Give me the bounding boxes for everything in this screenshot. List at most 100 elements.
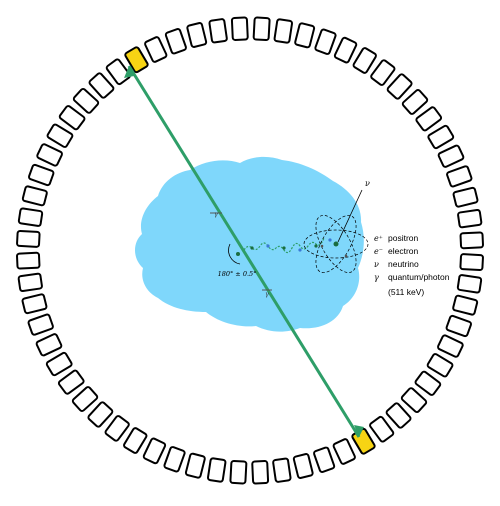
legend: e⁺ positron e⁻ electron ν neutrino γ quantum/ph… (374, 233, 450, 282)
detector (46, 123, 74, 148)
path-particle (314, 244, 318, 248)
detector (332, 438, 356, 465)
detector (36, 143, 63, 167)
detector (144, 36, 168, 63)
detector (184, 452, 206, 479)
photon-marker-upper: γ (210, 211, 222, 218)
detector (401, 89, 429, 115)
tissue-region (135, 156, 364, 332)
path-particle (250, 246, 254, 250)
detector (142, 437, 167, 465)
angle-arc (228, 243, 241, 265)
detector (16, 251, 41, 270)
detector (414, 370, 442, 396)
detector (88, 72, 115, 99)
annihilation-point (236, 252, 240, 256)
detector (369, 415, 395, 443)
detector (333, 36, 358, 64)
detector (437, 334, 464, 358)
detector (400, 387, 428, 414)
path-particle (282, 246, 286, 250)
legend-label: positron (388, 233, 419, 243)
legend-symbol: e⁻ (374, 247, 383, 256)
detector (370, 59, 396, 86)
legend-symbol: e⁺ (374, 234, 383, 243)
legend-label: electron (388, 246, 419, 256)
detector (251, 460, 270, 485)
detector-active (124, 46, 149, 74)
path-particle (328, 238, 332, 242)
detector (446, 165, 473, 188)
detector (385, 402, 412, 429)
detector (17, 272, 43, 293)
detector (294, 22, 316, 49)
positron-path-dots (250, 238, 332, 252)
detector (72, 87, 100, 114)
detector (386, 73, 413, 100)
photon-arrow-top (124, 66, 134, 78)
legend-extra: (511 keV) (388, 287, 424, 297)
detector (426, 353, 454, 378)
detector (352, 47, 377, 74)
detector (104, 415, 130, 442)
detector (457, 208, 483, 229)
detector (445, 314, 472, 338)
detector (208, 18, 228, 44)
detector (314, 28, 337, 55)
detector (230, 16, 249, 41)
neutrino-arrow (337, 189, 363, 243)
detector (292, 453, 314, 479)
photon-marker-lower: γ (262, 289, 272, 298)
detector (273, 18, 294, 44)
detector (206, 457, 227, 483)
orbit-electron-1 (320, 244, 324, 248)
detector (459, 253, 484, 272)
detector (16, 229, 41, 248)
detector (252, 16, 271, 42)
positron-path (243, 237, 325, 254)
detector (164, 28, 187, 55)
detector (229, 459, 248, 485)
svg-text:γ: γ (265, 291, 269, 298)
detector (87, 401, 114, 428)
svg-text:γ: γ (214, 211, 218, 218)
orbit-1 (303, 229, 369, 259)
photon-arrow-bottom (354, 425, 364, 437)
path-particle (266, 244, 270, 248)
detector (427, 124, 455, 150)
detector (459, 231, 484, 250)
detector (123, 427, 148, 454)
path-particle (298, 248, 302, 252)
detector (58, 105, 86, 131)
detector (28, 163, 55, 187)
detector (57, 369, 85, 395)
gamma-photon-line (127, 65, 361, 438)
nucleus (333, 241, 339, 247)
detector-ring (16, 16, 484, 485)
detector (415, 106, 443, 132)
detector (437, 144, 465, 168)
legend-label: quantum/photon (388, 272, 450, 282)
legend-symbol: γ (374, 273, 379, 282)
legend-label: neutrino (388, 259, 419, 269)
detector (17, 207, 44, 227)
detector (186, 22, 208, 48)
detector (163, 446, 186, 473)
detector (313, 446, 336, 473)
detector (452, 186, 479, 208)
detector (27, 313, 54, 336)
detector (21, 293, 48, 315)
detector (71, 386, 99, 412)
detector (45, 351, 73, 377)
legend-symbol: ν (374, 260, 379, 269)
detector (456, 274, 483, 294)
angle-label: 180° ± 0.5° (218, 270, 257, 278)
detector (21, 185, 48, 207)
detector (272, 457, 292, 483)
orbit-electron-2 (344, 254, 348, 258)
neutrino-symbol: ν (365, 179, 370, 188)
detector (35, 333, 63, 357)
detector (452, 294, 479, 316)
